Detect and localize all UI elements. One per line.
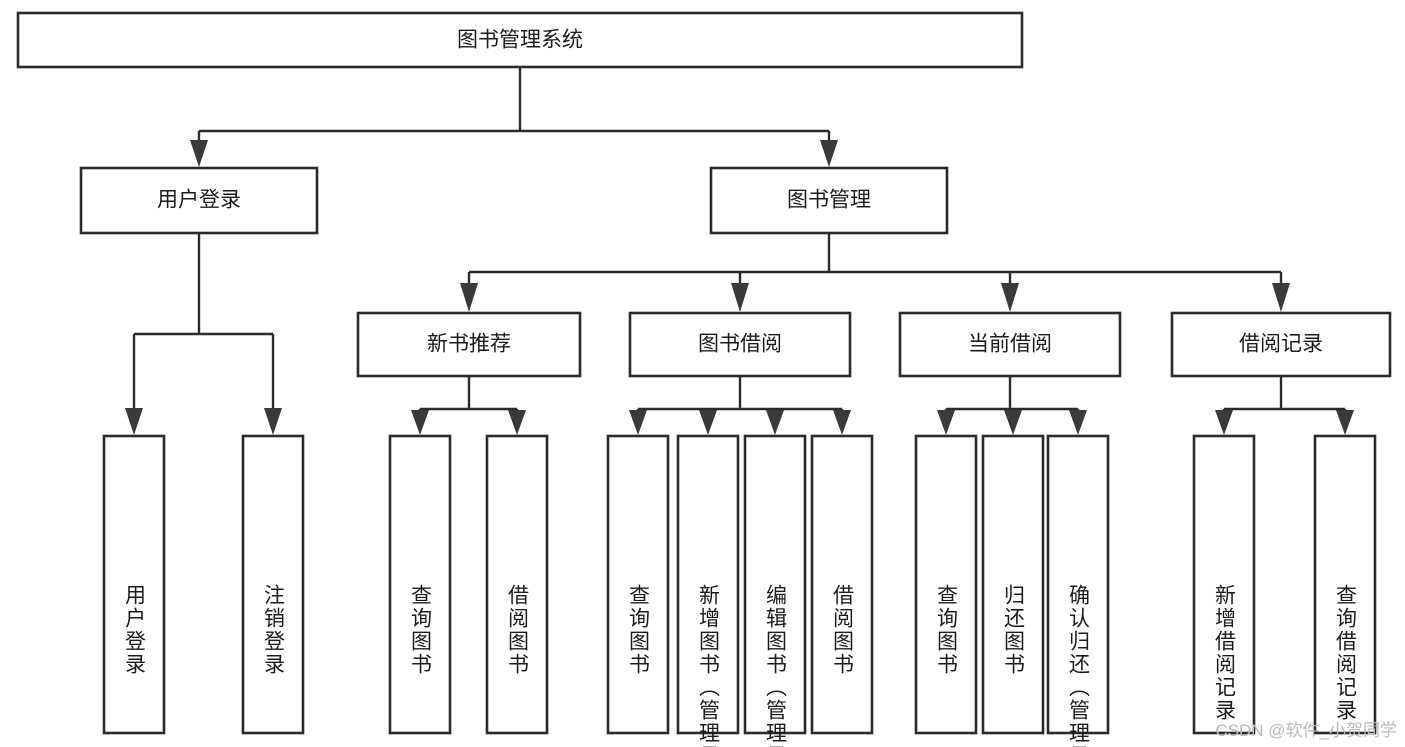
- node-leaf-query-book-current-label: 查询图书: [935, 584, 959, 676]
- node-leaf-add-book-admin-label: 新增图书（管理员）: [697, 584, 721, 747]
- watermark-text: CSDN @软件_小贺同学: [1215, 721, 1397, 740]
- node-borrow-record-box[interactable]: [1170, 311, 1392, 378]
- node-leaf-borrow-book-new-label: 借阅图书: [506, 584, 530, 676]
- arrow-head-leaf-edit-book-admin: [766, 410, 784, 435]
- node-leaf-add-borrow-record[interactable]: 新增借阅记录: [1192, 434, 1256, 735]
- node-leaf-user-login[interactable]: 用户登录: [102, 434, 166, 735]
- node-user-login-label: 用户登录: [157, 189, 241, 212]
- node-book-management[interactable]: 图书管理: [709, 166, 949, 235]
- node-leaf-logout-login-box[interactable]: [241, 434, 305, 735]
- arrow-head-leaf-query-book-new: [411, 410, 429, 435]
- node-leaf-query-book-borrow-label: 查询图书: [627, 584, 651, 676]
- arrow-head-current-borrow: [1001, 283, 1019, 312]
- node-new-book-recommend-box[interactable]: [356, 311, 582, 378]
- node-leaf-add-borrow-record-label: 新增借阅记录: [1213, 584, 1237, 722]
- node-leaf-confirm-return-admin-label: 确认归还（管理员）: [1067, 584, 1091, 747]
- node-leaf-query-book-current[interactable]: 查询图书: [914, 434, 978, 735]
- node-leaf-query-book-borrow-box[interactable]: [606, 434, 670, 735]
- arrow-head-leaf-add-book-admin: [699, 410, 717, 435]
- node-book-borrow-label: 图书借阅: [698, 333, 782, 356]
- arrow-head-leaf-add-borrow-record: [1215, 410, 1233, 435]
- arrow-head-borrow-record: [1272, 283, 1290, 312]
- node-root[interactable]: 图书管理系统: [16, 11, 1024, 69]
- node-leaf-query-book-new-box[interactable]: [388, 434, 452, 735]
- arrow-head-user-login: [190, 140, 208, 167]
- node-leaf-add-book-admin-box[interactable]: [676, 434, 740, 735]
- node-leaf-borrow-book[interactable]: 借阅图书: [810, 434, 874, 735]
- node-root-box[interactable]: [16, 11, 1024, 69]
- connector-layer: [125, 67, 1354, 435]
- node-current-borrow-box[interactable]: [898, 311, 1122, 378]
- node-leaf-confirm-return-admin[interactable]: 确认归还（管理员）: [1046, 434, 1110, 747]
- node-leaf-return-book[interactable]: 归还图书: [981, 434, 1045, 735]
- node-user-login-box[interactable]: [79, 166, 319, 235]
- node-leaf-edit-book-admin-box[interactable]: [743, 434, 807, 735]
- node-leaf-edit-book-admin[interactable]: 编辑图书（管理员）: [743, 434, 807, 747]
- arrow-head-leaf-query-borrow-record: [1336, 410, 1354, 435]
- node-leaf-edit-book-admin-label: 编辑图书（管理员）: [764, 584, 788, 747]
- node-current-borrow-label: 当前借阅: [968, 333, 1052, 356]
- node-leaf-return-book-label: 归还图书: [1002, 584, 1026, 676]
- arrow-head-leaf-query-book-current: [937, 410, 955, 435]
- node-leaf-borrow-book-new-box[interactable]: [485, 434, 549, 735]
- node-leaf-query-book-borrow[interactable]: 查询图书: [606, 434, 670, 735]
- node-root-label: 图书管理系统: [457, 29, 583, 52]
- node-leaf-user-login-box[interactable]: [102, 434, 166, 735]
- node-borrow-record[interactable]: 借阅记录: [1170, 311, 1392, 378]
- node-book-borrow[interactable]: 图书借阅: [628, 311, 852, 378]
- arrow-head-leaf-logout-login: [264, 408, 282, 435]
- arrow-head-leaf-confirm-return-admin: [1069, 410, 1087, 435]
- node-leaf-borrow-book-label: 借阅图书: [831, 584, 855, 676]
- node-new-book-recommend[interactable]: 新书推荐: [356, 311, 582, 378]
- node-current-borrow[interactable]: 当前借阅: [898, 311, 1122, 378]
- arrow-head-leaf-borrow-book-new: [508, 410, 526, 435]
- node-book-management-box[interactable]: [709, 166, 949, 235]
- node-leaf-query-book-new-label: 查询图书: [409, 584, 433, 676]
- arrow-head-leaf-user-login: [125, 408, 143, 435]
- node-book-management-label: 图书管理: [787, 189, 871, 212]
- node-leaf-user-login-label: 用户登录: [123, 584, 147, 676]
- node-leaf-query-book-new[interactable]: 查询图书: [388, 434, 452, 735]
- node-leaf-query-book-current-box[interactable]: [914, 434, 978, 735]
- arrow-head-leaf-borrow-book: [833, 410, 851, 435]
- node-new-book-recommend-label: 新书推荐: [427, 333, 511, 356]
- node-borrow-record-label: 借阅记录: [1239, 333, 1323, 356]
- arrow-head-new-book-recommend: [460, 283, 478, 312]
- node-leaf-borrow-book-new[interactable]: 借阅图书: [485, 434, 549, 735]
- node-leaf-return-book-box[interactable]: [981, 434, 1045, 735]
- arrow-head-leaf-query-book-borrow: [629, 410, 647, 435]
- arrow-head-book-management: [820, 140, 838, 167]
- arrow-head-book-borrow: [731, 283, 749, 312]
- node-leaf-confirm-return-admin-box[interactable]: [1046, 434, 1110, 735]
- node-leaf-query-borrow-record-box[interactable]: [1313, 434, 1377, 735]
- node-leaf-add-borrow-record-box[interactable]: [1192, 434, 1256, 735]
- node-leaf-query-borrow-record[interactable]: 查询借阅记录: [1313, 434, 1377, 735]
- node-leaf-add-book-admin[interactable]: 新增图书（管理员）: [676, 434, 740, 747]
- node-leaf-logout-login-label: 注销登录: [262, 584, 286, 676]
- arrow-head-leaf-return-book: [1004, 410, 1022, 435]
- node-book-borrow-box[interactable]: [628, 311, 852, 378]
- node-leaf-query-borrow-record-label: 查询借阅记录: [1334, 584, 1358, 722]
- node-user-login[interactable]: 用户登录: [79, 166, 319, 235]
- node-leaf-logout-login[interactable]: 注销登录: [241, 434, 305, 735]
- node-leaf-borrow-book-box[interactable]: [810, 434, 874, 735]
